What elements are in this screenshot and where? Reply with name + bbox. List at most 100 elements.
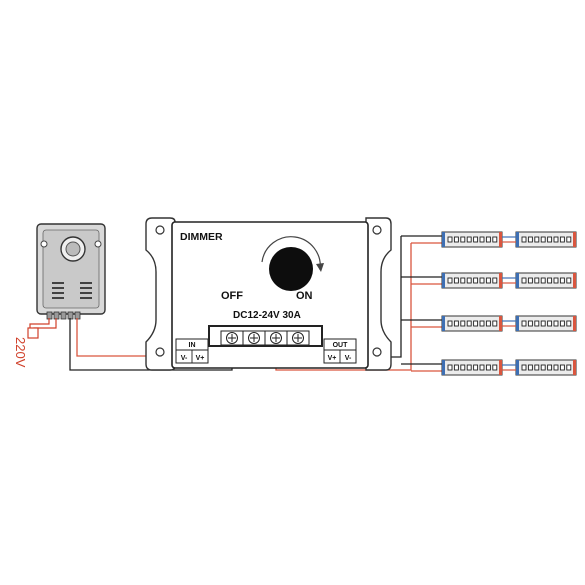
led-chip [479, 277, 485, 284]
led-chip [466, 277, 472, 284]
led-chip [485, 320, 491, 327]
rating-label: DC12-24V 30A [233, 310, 301, 321]
mains-voltage-label: 220V [13, 337, 28, 368]
mount-hole-icon [372, 225, 382, 235]
led-chip [553, 364, 559, 371]
mount-hole-icon [155, 225, 165, 235]
led-chip [473, 277, 479, 284]
led-chip [527, 277, 533, 284]
led-chip [479, 236, 485, 243]
led-chip [447, 364, 453, 371]
terminal-block [208, 325, 323, 347]
led-chip [460, 364, 466, 371]
led-chip [553, 277, 559, 284]
mains-input-wires [27, 318, 57, 339]
led-strip-segment [515, 359, 577, 376]
dimmer-unit: DIMMER OFF ON DC12-24V 30A IN V- V+ OUT … [145, 217, 392, 371]
led-strip-segment [515, 231, 577, 248]
led-chip [473, 236, 479, 243]
mount-hole-icon [372, 347, 382, 357]
led-strip [441, 272, 577, 289]
led-strip [441, 315, 577, 332]
led-chip [527, 364, 533, 371]
led-chip [453, 364, 459, 371]
led-chip [473, 364, 479, 371]
vent-grille [52, 282, 92, 299]
out-terminal-label: OUT V+ V- [323, 338, 357, 364]
led-strip-segment [515, 315, 577, 332]
led-chip [521, 320, 527, 327]
led-strip-segment [441, 315, 503, 332]
led-chip [527, 236, 533, 243]
in-terminal-label: IN V- V+ [175, 338, 209, 364]
led-chip [492, 320, 498, 327]
power-supply [36, 223, 106, 320]
led-chip [492, 277, 498, 284]
led-chip [460, 236, 466, 243]
led-chip [453, 236, 459, 243]
led-chip [453, 320, 459, 327]
led-chip [460, 277, 466, 284]
led-chip [540, 320, 546, 327]
led-strip [441, 359, 577, 376]
svg-text:IN: IN [189, 342, 196, 349]
led-chip [566, 364, 572, 371]
svg-text:OUT: OUT [333, 342, 349, 349]
led-chip [547, 364, 553, 371]
led-strip [441, 231, 577, 248]
led-chip [492, 364, 498, 371]
led-chip [521, 277, 527, 284]
led-chip [566, 277, 572, 284]
led-chip [479, 320, 485, 327]
led-chip [534, 320, 540, 327]
led-chip [479, 364, 485, 371]
led-chip [540, 277, 546, 284]
led-chip [534, 236, 540, 243]
led-chip [547, 236, 553, 243]
led-chip [534, 364, 540, 371]
led-chip [447, 236, 453, 243]
led-chip [540, 236, 546, 243]
led-chip [447, 320, 453, 327]
led-chip [460, 320, 466, 327]
led-chip [559, 364, 565, 371]
led-chip [566, 320, 572, 327]
dimmer-knob[interactable] [269, 247, 313, 291]
led-strip-segment [441, 231, 503, 248]
led-chip [559, 236, 565, 243]
led-chip [553, 236, 559, 243]
led-chip [527, 320, 533, 327]
led-chip [547, 320, 553, 327]
led-chip [553, 320, 559, 327]
led-chip [547, 277, 553, 284]
rotate-arrow-icon [261, 236, 321, 271]
led-strip-segment [515, 272, 577, 289]
led-chip [559, 277, 565, 284]
led-chip [447, 277, 453, 284]
on-label: ON [296, 290, 313, 302]
led-strip-segment [441, 272, 503, 289]
led-chip [534, 277, 540, 284]
led-chip [453, 277, 459, 284]
led-chip [466, 320, 472, 327]
mount-hole-icon [155, 347, 165, 357]
led-chip [466, 364, 472, 371]
led-chip [559, 320, 565, 327]
led-chip [485, 277, 491, 284]
dimmer-title: DIMMER [180, 231, 223, 243]
led-strip-segment [441, 359, 503, 376]
led-chip [566, 236, 572, 243]
led-chip [485, 236, 491, 243]
svg-text:V+: V+ [328, 355, 337, 362]
svg-text:V-: V- [345, 355, 352, 362]
svg-text:V-: V- [181, 355, 188, 362]
led-chip [540, 364, 546, 371]
led-chip [492, 236, 498, 243]
led-strips [441, 231, 577, 376]
led-chip [485, 364, 491, 371]
svg-text:V+: V+ [196, 355, 205, 362]
off-label: OFF [221, 290, 243, 302]
led-chip [473, 320, 479, 327]
led-chip [521, 364, 527, 371]
